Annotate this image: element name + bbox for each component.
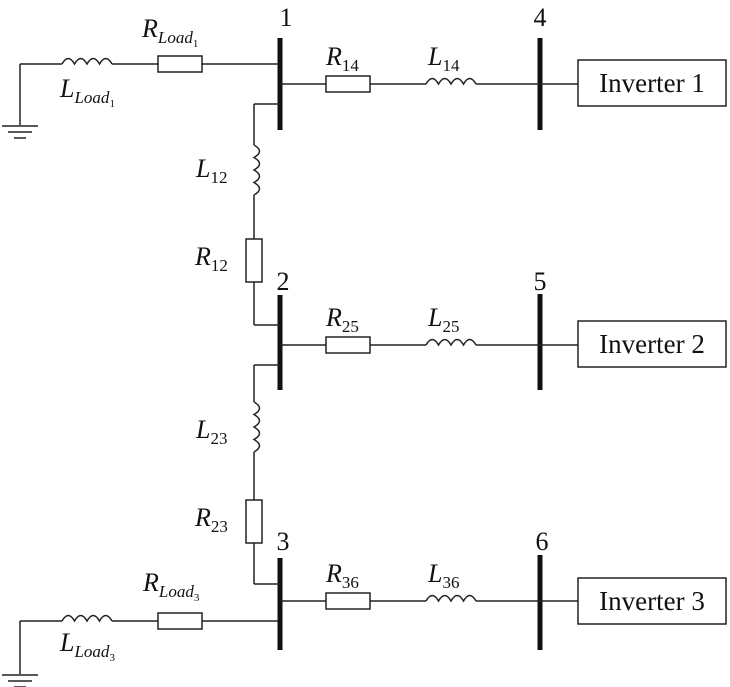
l12-label: L12: [195, 154, 227, 187]
inverter-1-box: Inverter 1: [577, 59, 727, 107]
r-load3-label: RLoad3: [142, 568, 200, 604]
l-load3-label: LLoad3: [59, 628, 115, 664]
l36-inductor: [425, 594, 477, 602]
r14-resistor: [325, 75, 371, 93]
l14-label: L14: [427, 42, 460, 75]
inverter-3-label: Inverter 3: [599, 586, 705, 616]
r-load1-label: RLoad1: [141, 14, 198, 50]
r14-label: R14: [325, 42, 359, 75]
ground-bottom: [2, 621, 38, 687]
r-load1-resistor: [157, 55, 203, 73]
l23-label: L23: [195, 415, 227, 448]
l-load1-inductor: [61, 57, 113, 65]
line-23: [245, 364, 280, 585]
line-25: [280, 336, 578, 354]
inverter-1-label: Inverter 1: [599, 68, 705, 98]
ground-top: [2, 64, 38, 139]
r25-resistor: [325, 336, 371, 354]
r36-label: R36: [325, 559, 359, 592]
r-load3-resistor: [157, 612, 203, 630]
load1-branch: [20, 55, 280, 73]
l23-inductor: [253, 401, 261, 453]
line-36: [280, 592, 578, 610]
inverter-2-box: Inverter 2: [577, 320, 727, 368]
r25-label: R25: [325, 303, 359, 336]
inverter-2-label: Inverter 2: [599, 329, 705, 359]
bus-2-label: 2: [277, 267, 290, 296]
l25-label: L25: [427, 303, 459, 336]
l12-inductor: [253, 144, 261, 196]
r12-label: R12: [194, 242, 228, 275]
l36-label: L36: [427, 559, 459, 592]
l14-inductor: [425, 77, 477, 85]
line-14: [280, 75, 578, 93]
bus-3-label: 3: [277, 527, 290, 556]
l-load1-label: LLoad1: [59, 74, 115, 110]
line-12: [245, 103, 280, 326]
load3-branch: [20, 612, 280, 630]
inverter-3-box: Inverter 3: [577, 577, 727, 625]
bus-4-label: 4: [534, 3, 547, 32]
r23-resistor: [245, 499, 263, 544]
bus-1-label: 1: [280, 3, 293, 32]
r23-label: R23: [194, 503, 228, 536]
l-load3-inductor: [61, 614, 113, 622]
bus-6-label: 6: [536, 527, 549, 556]
r36-resistor: [325, 592, 371, 610]
bus-5-label: 5: [534, 267, 547, 296]
l25-inductor: [425, 338, 477, 346]
r12-resistor: [245, 238, 263, 283]
